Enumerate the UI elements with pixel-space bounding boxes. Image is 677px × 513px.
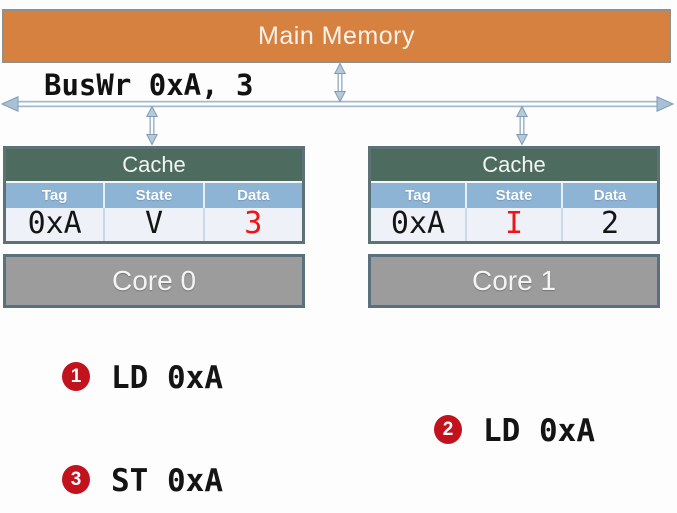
- cache0-column-headers: Tag State Data: [6, 183, 302, 208]
- memory-bus-arrow: [333, 62, 347, 103]
- cache1-title: Cache: [371, 149, 657, 183]
- cache0-data-value: 3: [244, 206, 263, 241]
- cache0-col-state: State: [105, 183, 205, 208]
- cache1-row: 0xA I 2: [371, 208, 657, 241]
- step2-operation: LD 0xA: [483, 413, 595, 449]
- shared-bus-arrow: [0, 96, 675, 112]
- cache1-tag-value: 0xA: [371, 208, 467, 241]
- step3-operation: ST 0xA: [111, 463, 223, 499]
- cache1-data-value: 2: [600, 206, 620, 241]
- step1-badge: 1: [62, 362, 90, 391]
- cache1-column-headers: Tag State Data: [371, 183, 657, 208]
- cache0-table: Cache Tag State Data 0xA V 3: [3, 146, 305, 244]
- cache0-state-value: V: [105, 208, 205, 241]
- core1-label: Core 1: [471, 265, 557, 296]
- cache0-col-tag: Tag: [6, 183, 106, 208]
- cache1-col-state: State: [467, 183, 563, 208]
- cache1-col-tag: Tag: [371, 183, 467, 208]
- step1-operation: LD 0xA: [111, 360, 223, 396]
- cache1-table: Cache Tag State Data 0xA I 2: [368, 146, 660, 244]
- cache0-tag-value: 0xA: [6, 208, 106, 241]
- cache1-bus-arrow: [515, 105, 529, 146]
- cache0-row: 0xA V 3: [6, 208, 302, 241]
- core0-label: Core 0: [111, 265, 197, 296]
- core1-box: Core 1: [368, 254, 660, 308]
- cache1-col-data: Data: [593, 187, 627, 204]
- main-memory-box: Main Memory: [2, 9, 671, 63]
- cache0-bus-arrow: [145, 105, 159, 146]
- cache0-title: Cache: [6, 149, 302, 183]
- step3-badge: 3: [62, 465, 90, 494]
- cache0-col-data: Data: [237, 187, 270, 204]
- core0-box: Core 0: [3, 254, 305, 308]
- step2-badge: 2: [434, 415, 462, 444]
- cache1-state-value: I: [467, 208, 563, 241]
- main-memory-label: Main Memory: [258, 21, 415, 50]
- bus-transaction-label: BusWr 0xA, 3: [44, 68, 254, 102]
